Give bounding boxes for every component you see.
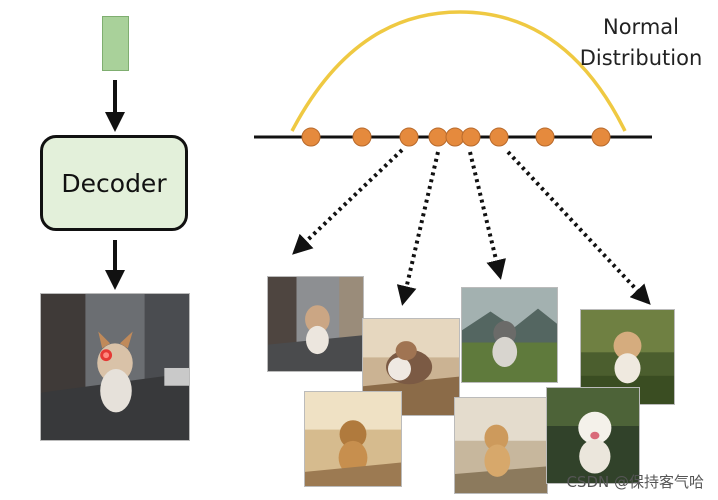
sample-image-dust — [304, 391, 402, 487]
sample-arrow-4 — [506, 150, 651, 305]
decoder-box: Decoder — [40, 135, 188, 231]
sample-point-2 — [352, 127, 372, 147]
sample-arrow-1 — [292, 148, 404, 255]
sample-image-husky — [461, 287, 558, 383]
sample-point-8 — [535, 127, 555, 147]
distribution-label: Normal Distribution — [566, 12, 716, 74]
sample-point-6 — [461, 127, 481, 147]
latent-vector — [102, 16, 129, 71]
normal-distribution-curve — [290, 10, 627, 132]
sample-point-1 — [301, 127, 321, 147]
sample-arrow-2 — [396, 151, 440, 306]
distribution-label-line2: Distribution — [579, 46, 703, 70]
sample-point-3 — [399, 127, 419, 147]
sample-image-white-dog — [546, 387, 640, 484]
sample-image-running — [454, 397, 548, 494]
sample-point-7 — [489, 127, 509, 147]
sample-point-5 — [445, 127, 465, 147]
sample-point-9 — [591, 127, 611, 147]
decoder-label: Decoder — [61, 168, 167, 198]
distribution-label-line1: Normal — [603, 15, 679, 39]
sample-arrow-3 — [468, 151, 506, 280]
sample-image-street — [267, 276, 364, 372]
watermark: CSDN @保持客气哈 — [566, 473, 704, 491]
decoder-output-image — [40, 293, 190, 441]
sample-point-4 — [428, 127, 448, 147]
